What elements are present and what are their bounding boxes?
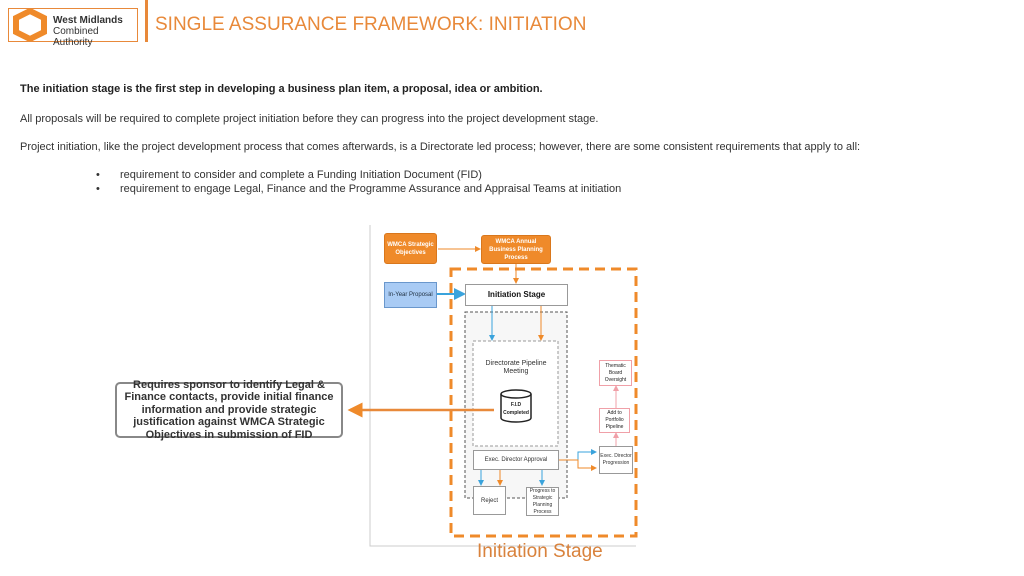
progress-strategic-box: Progress to Strategic Planning Process	[526, 487, 559, 516]
paragraph-2: Project initiation, like the project dev…	[20, 141, 861, 153]
in-year-proposal-box: In-Year Proposal	[384, 282, 437, 308]
logo-hexagon-icon	[13, 9, 47, 41]
wmca-strategic-objectives-box: WMCA Strategic Objectives	[384, 233, 437, 264]
initiation-stage-box: Initiation Stage	[465, 284, 568, 306]
fid-label: F.I.D Completed	[503, 402, 529, 416]
pipeline-meeting-label: Directorate Pipeline Meeting	[485, 360, 547, 375]
logo-line1: West Midlands	[53, 15, 123, 26]
intro-text: The initiation stage is the first step i…	[20, 83, 543, 95]
logo-line2: Combined Authority	[53, 26, 99, 48]
fid-requirements-callout: Requires sponsor to identify Legal & Fin…	[115, 379, 343, 441]
reject-box: Reject	[473, 486, 506, 515]
page-title: SINGLE ASSURANCE FRAMEWORK: INITIATION	[155, 14, 587, 35]
bullet-1: •requirement to consider and complete a …	[96, 169, 482, 181]
paragraph-1: All proposals will be required to comple…	[20, 113, 599, 125]
annual-planning-box: WMCA Annual Business Planning Process	[481, 235, 551, 264]
portfolio-pipeline-box: Add to Portfolio Pipeline	[599, 408, 630, 433]
diagram-caption: Initiation Stage	[477, 541, 603, 562]
header-divider	[145, 0, 148, 42]
diagram-frame	[369, 225, 636, 547]
exec-approval-box: Exec. Director Approval	[473, 450, 559, 470]
exec-progression-box: Exec. Director Progression	[599, 446, 633, 474]
fid-database-icon	[500, 389, 532, 423]
bullet-2: •requirement to engage Legal, Finance an…	[96, 183, 622, 195]
initiation-dashed-boundary	[449, 267, 638, 538]
thematic-board-box: Thematic Board Oversight	[599, 360, 632, 386]
